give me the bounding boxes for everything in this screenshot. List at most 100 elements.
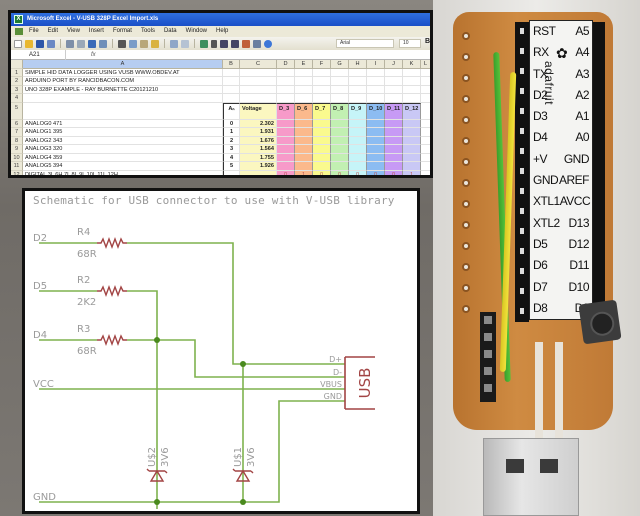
- format-painter-icon[interactable]: [151, 39, 159, 48]
- table-header-digital[interactable]: D_12: [403, 102, 421, 120]
- cell-digital[interactable]: [385, 153, 403, 162]
- cell-digital[interactable]: [313, 68, 331, 77]
- analog-channel[interactable]: 4: [223, 153, 240, 162]
- column-header[interactable]: K: [403, 60, 421, 69]
- cell-a[interactable]: ANALOG2 343: [23, 136, 223, 145]
- cell-digital[interactable]: [349, 94, 367, 103]
- cell-digital[interactable]: [367, 119, 385, 128]
- cell-b[interactable]: [223, 68, 240, 77]
- menu-window[interactable]: Window: [185, 28, 207, 34]
- cell-l[interactable]: [421, 137, 430, 145]
- cell-digital[interactable]: [349, 85, 367, 94]
- permission-icon[interactable]: [47, 39, 55, 48]
- copy-icon[interactable]: [129, 39, 137, 48]
- cell-a[interactable]: [23, 94, 223, 103]
- cell-digital[interactable]: [403, 77, 421, 86]
- sort-descending-icon[interactable]: [231, 39, 239, 48]
- cell-c[interactable]: [240, 68, 277, 77]
- cell-digital[interactable]: [331, 162, 349, 171]
- cell-digital[interactable]: [385, 128, 403, 137]
- cell-c[interactable]: [240, 94, 277, 103]
- table-header-digital[interactable]: D_8: [331, 102, 349, 120]
- cell-digital[interactable]: [385, 119, 403, 128]
- cell-digital[interactable]: [367, 162, 385, 171]
- cell-digital[interactable]: [295, 128, 313, 137]
- cell-digital[interactable]: [349, 119, 367, 128]
- table-header-voltage[interactable]: Voltage: [240, 102, 277, 120]
- column-header[interactable]: L: [421, 60, 430, 69]
- cell-l[interactable]: [421, 128, 430, 137]
- cell-b[interactable]: [223, 170, 240, 175]
- cell-digital[interactable]: [367, 153, 385, 162]
- cell-digital[interactable]: [349, 145, 367, 154]
- digital-value[interactable]: 0: [367, 170, 385, 175]
- cell-digital[interactable]: [349, 136, 367, 145]
- cell-digital[interactable]: [385, 94, 403, 103]
- cell-digital[interactable]: [331, 94, 349, 103]
- cell-digital[interactable]: [367, 136, 385, 145]
- cell-digital[interactable]: [313, 153, 331, 162]
- cell-l[interactable]: [421, 154, 430, 162]
- cell-digital[interactable]: [403, 145, 421, 154]
- cell-l[interactable]: [421, 103, 430, 120]
- cell-a[interactable]: ANALOG1 395: [23, 128, 223, 137]
- cell-digital[interactable]: [295, 145, 313, 154]
- cell-digital[interactable]: [385, 145, 403, 154]
- analog-voltage[interactable]: 1.564: [240, 145, 277, 154]
- name-box[interactable]: A21: [11, 50, 66, 60]
- analog-channel[interactable]: 2: [223, 136, 240, 145]
- table-header-digital[interactable]: D_7: [313, 102, 331, 120]
- analog-channel[interactable]: 3: [223, 145, 240, 154]
- chart-wizard-icon[interactable]: [242, 39, 250, 48]
- cell-a[interactable]: ANALOG5 394: [23, 162, 223, 171]
- menu-data[interactable]: Data: [163, 28, 177, 34]
- cell-digital[interactable]: [331, 145, 349, 154]
- row-header[interactable]: 9: [11, 145, 23, 154]
- cell-l[interactable]: [421, 171, 430, 176]
- cell-digital[interactable]: [313, 145, 331, 154]
- cell-digital[interactable]: [331, 128, 349, 137]
- cell-digital[interactable]: [277, 68, 295, 77]
- digital-value[interactable]: 0: [331, 170, 349, 175]
- column-header[interactable]: D: [277, 60, 295, 69]
- menu-insert[interactable]: Insert: [88, 28, 104, 34]
- table-header-digital[interactable]: D_9: [349, 102, 367, 120]
- cell-digital[interactable]: [277, 136, 295, 145]
- cell-digital[interactable]: [331, 77, 349, 86]
- row-header[interactable]: 10: [11, 153, 23, 162]
- cell-digital[interactable]: [277, 162, 295, 171]
- cell-digital[interactable]: [331, 136, 349, 145]
- row-header[interactable]: 6: [11, 119, 23, 128]
- digital-value[interactable]: 0: [313, 170, 331, 175]
- cell-digital[interactable]: [403, 153, 421, 162]
- cell-digital[interactable]: [313, 85, 331, 94]
- bold-button[interactable]: B: [425, 38, 431, 45]
- cell-digital[interactable]: [349, 162, 367, 171]
- cell-digital[interactable]: [403, 68, 421, 77]
- new-icon[interactable]: [14, 39, 22, 48]
- cell-b[interactable]: [223, 94, 240, 103]
- table-header-digital[interactable]: D_3: [277, 102, 295, 120]
- cell-digital[interactable]: [277, 85, 295, 94]
- cell-digital[interactable]: [277, 94, 295, 103]
- cell-digital[interactable]: [403, 85, 421, 94]
- cell-a[interactable]: [23, 102, 223, 120]
- analog-voltage[interactable]: 1.926: [240, 162, 277, 171]
- cell-digital[interactable]: [313, 77, 331, 86]
- cell-digital[interactable]: [331, 68, 349, 77]
- cell-digital[interactable]: [313, 119, 331, 128]
- cell-c[interactable]: [240, 170, 277, 175]
- help-icon[interactable]: [264, 39, 272, 48]
- cell-digital[interactable]: [295, 162, 313, 171]
- cell-digital[interactable]: [331, 85, 349, 94]
- row-header[interactable]: 5: [11, 102, 23, 120]
- print-preview-icon[interactable]: [77, 39, 85, 48]
- cell-l[interactable]: [421, 120, 430, 128]
- analog-voltage[interactable]: 2.302: [240, 119, 277, 128]
- cell-digital[interactable]: [385, 85, 403, 94]
- redo-icon[interactable]: [181, 39, 189, 48]
- font-name-select[interactable]: Arial: [336, 39, 394, 48]
- column-header[interactable]: C: [240, 60, 277, 69]
- cell-digital[interactable]: [349, 153, 367, 162]
- row-header[interactable]: 8: [11, 136, 23, 145]
